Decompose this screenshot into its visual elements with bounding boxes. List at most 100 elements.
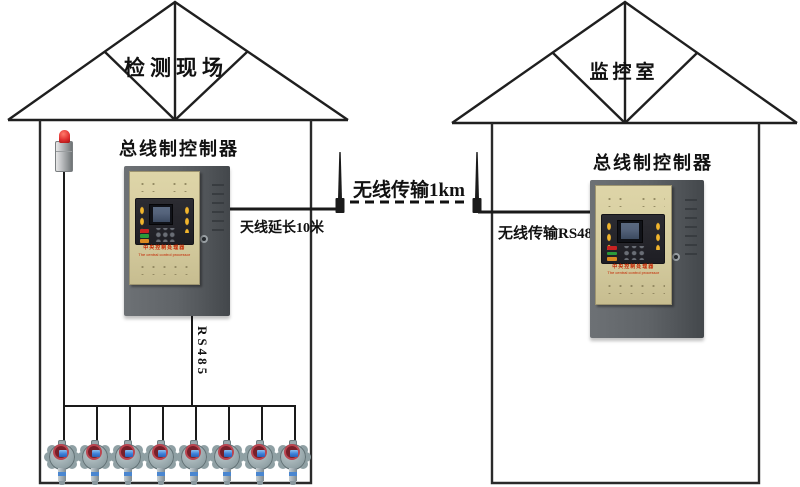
- left-controller-label: 总线制控制器: [119, 139, 239, 159]
- left-bus-controller: 中央控制处理器 The central control processor: [124, 166, 230, 316]
- alarm-button: [607, 246, 618, 251]
- detector-drop-wire: [162, 406, 164, 444]
- detector-sensor-tip: [59, 481, 65, 485]
- detector-ring: [119, 444, 135, 460]
- alarm-red-dome: [59, 130, 70, 143]
- screw-dots: [636, 192, 665, 207]
- detector-screen: [158, 450, 166, 457]
- detector-drop-wire: [261, 406, 263, 444]
- controller-door: 中央控制处理器 The central control processor: [128, 170, 200, 285]
- lcd-display: [617, 219, 644, 243]
- detector-screen: [224, 450, 232, 457]
- gas-detector: [280, 440, 306, 486]
- panel-title-cn: 中央控制处理器: [612, 263, 655, 270]
- left-roof: [7, 0, 349, 122]
- screw-dots: [167, 178, 194, 192]
- detector-sensor-tip: [224, 481, 230, 485]
- gas-detector: [148, 440, 174, 486]
- right-controller-label: 总线制控制器: [593, 153, 713, 173]
- detector-screen: [191, 450, 199, 457]
- detector-screen: [290, 450, 298, 457]
- status-leds: [183, 204, 190, 233]
- keypad: [155, 228, 176, 242]
- detector-bus-line: [63, 405, 296, 407]
- detector-ring: [251, 444, 267, 460]
- detector-sensor-tip: [191, 481, 197, 485]
- screw-dots: [602, 280, 665, 295]
- detector-sensor-band: [58, 472, 66, 476]
- detector-sensor-band: [223, 472, 231, 476]
- gas-detector: [247, 440, 273, 486]
- power-button: [607, 251, 618, 256]
- right-roof-label: 监控室: [589, 62, 659, 83]
- detector-drop-wire: [129, 406, 131, 444]
- antenna-extension-label: 天线延长10米: [240, 221, 324, 236]
- detector-drop-wire: [195, 406, 197, 444]
- detector-sensor-band: [91, 472, 99, 476]
- right-antenna-icon: [472, 151, 482, 213]
- vent-slots: [211, 184, 224, 238]
- status-leds: [654, 220, 661, 251]
- wireless-link-label: 无线传输1km: [353, 180, 465, 201]
- status-leds: [606, 220, 613, 251]
- detector-ring: [218, 444, 234, 460]
- door-lock: [672, 252, 681, 261]
- panel-title-en: The central control processor: [607, 270, 660, 276]
- left-antenna-icon: [335, 151, 345, 213]
- detector-drop-wire: [63, 406, 65, 444]
- detector-sensor-band: [289, 472, 297, 476]
- detector-ring: [53, 444, 69, 460]
- alarm-drop-wire: [63, 172, 65, 406]
- gas-detector: [181, 440, 207, 486]
- detector-screen: [125, 450, 133, 457]
- screw-dots: [602, 192, 629, 207]
- detector-screen: [59, 450, 67, 457]
- right-roof: [451, 0, 798, 125]
- screw-dots: [135, 178, 161, 192]
- alarm-button: [140, 229, 150, 233]
- power-button: [140, 234, 150, 238]
- left-house-walls: [38, 120, 313, 485]
- wireless-rs485-label: 无线传输RS485: [498, 226, 600, 242]
- detector-ring: [86, 444, 102, 460]
- control-panel: [134, 198, 194, 246]
- detector-drop-wire: [228, 406, 230, 444]
- controller-door: 中央控制处理器 The central control processor: [595, 184, 672, 305]
- detector-ring: [284, 444, 300, 460]
- vent-slots: [684, 198, 698, 256]
- controller-cabinet: 中央控制处理器 The central control processor: [124, 166, 230, 316]
- detector-sensor-band: [190, 472, 198, 476]
- detector-ring: [185, 444, 201, 460]
- detector-screen: [92, 450, 100, 457]
- detector-sensor-tip: [125, 481, 131, 485]
- keypad: [623, 245, 646, 260]
- panel-title-en: The central control processor: [138, 251, 191, 257]
- detector-sensor-tip: [158, 481, 164, 485]
- controller-cabinet: 中央控制处理器 The central control processor: [590, 180, 704, 338]
- detector-sensor-band: [157, 472, 165, 476]
- right-house-walls: [490, 123, 761, 485]
- gas-detector: [82, 440, 108, 486]
- detector-drop-wire: [294, 406, 296, 444]
- rs485-bus-label: RS485: [195, 326, 210, 378]
- detector-sensor-tip: [92, 481, 98, 485]
- left-roof-label: 检测现场: [124, 56, 228, 80]
- status-leds: [139, 204, 146, 233]
- gas-detector: [49, 440, 75, 486]
- detector-drop-wire: [96, 406, 98, 444]
- lcd-display: [149, 203, 174, 226]
- control-panel: [601, 214, 666, 264]
- gas-detector: [214, 440, 240, 486]
- detector-sensor-tip: [290, 481, 296, 485]
- detector-sensor-band: [256, 472, 264, 476]
- rs485-wire: [191, 316, 193, 406]
- right-bus-controller: 中央控制处理器 The central control processor: [590, 180, 704, 338]
- detector-sensor-tip: [257, 481, 263, 485]
- detector-ring: [152, 444, 168, 460]
- detector-sensor-band: [124, 472, 132, 476]
- mute-button: [140, 239, 150, 243]
- screw-dots: [135, 261, 194, 275]
- mute-button: [607, 256, 618, 261]
